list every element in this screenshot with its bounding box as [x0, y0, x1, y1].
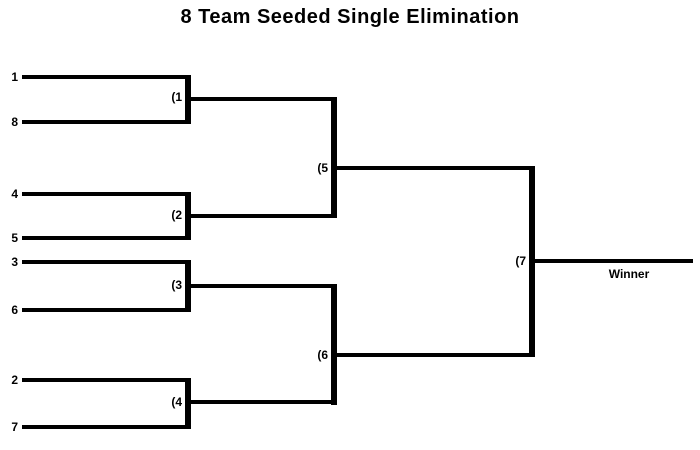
match2-winner-line [186, 214, 336, 218]
seed-label-8: 8 [11, 115, 18, 129]
match7-label: (7 [515, 254, 526, 268]
match2-bottom-line [22, 236, 190, 240]
champion-line [529, 259, 693, 263]
match4-label: (4 [171, 395, 182, 409]
match3-top-line [22, 260, 190, 264]
seed-label-2: 2 [11, 373, 18, 387]
match2-label: (2 [171, 208, 182, 222]
seed-label-7: 7 [11, 420, 18, 434]
match5-connector [331, 97, 337, 218]
match1-label: (1 [171, 90, 182, 104]
match4-top-line [22, 378, 190, 382]
match6-label: (6 [317, 348, 328, 362]
match6-connector [331, 284, 337, 405]
seed-label-3: 3 [11, 255, 18, 269]
match1-bottom-line [22, 120, 190, 124]
match3-label: (3 [171, 278, 182, 292]
winner-label: Winner [608, 267, 650, 281]
match5-winner-line [332, 166, 535, 170]
page-title: 8 Team Seeded Single Elimination [180, 6, 520, 28]
seed-label-6: 6 [11, 303, 18, 317]
seed-label-5: 5 [11, 231, 18, 245]
seed-label-4: 4 [11, 187, 18, 201]
match5-label: (5 [317, 161, 328, 175]
match2-top-line [22, 192, 190, 196]
match3-bottom-line [22, 308, 190, 312]
match4-bottom-line [22, 425, 190, 429]
match6-winner-line [332, 353, 535, 357]
seed-label-1: 1 [11, 70, 18, 84]
match1-top-line [22, 75, 190, 79]
match1-winner-line [186, 97, 336, 101]
match3-winner-line [186, 284, 336, 288]
match4-winner-line [186, 400, 336, 404]
